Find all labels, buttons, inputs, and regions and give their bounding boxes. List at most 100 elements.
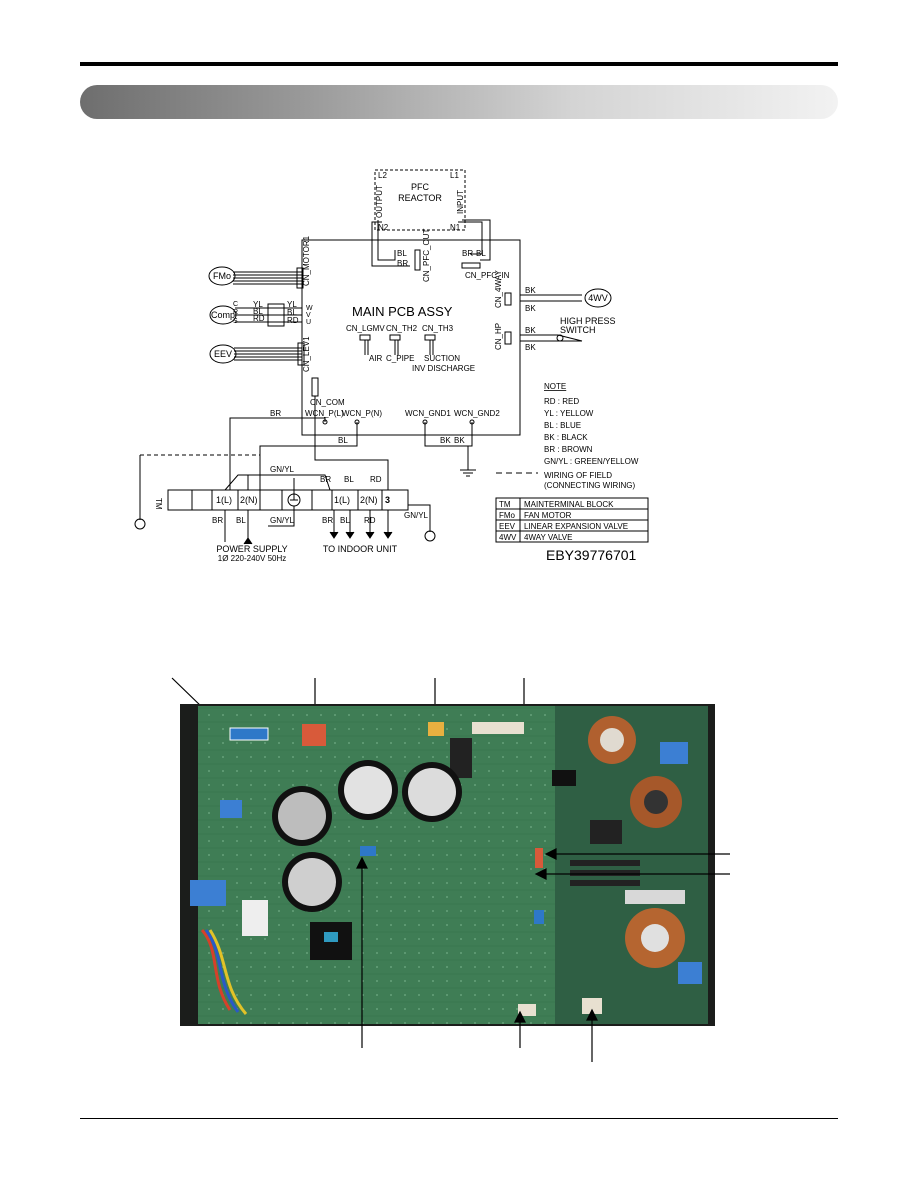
sensor-cpipe-label: C_PIPE xyxy=(386,354,414,363)
to-indoor-label: TO INDOOR UNIT xyxy=(323,544,398,554)
sensor-inv-discharge-label: INV DISCHARGE xyxy=(412,364,475,373)
terminal-1l-indoor-label: 1(L) xyxy=(334,495,350,505)
bridge-rectifier xyxy=(590,820,622,844)
pfc-n1-label: N1 xyxy=(450,223,461,232)
section-title-banner xyxy=(80,85,838,119)
pfc-reactor-box xyxy=(374,169,466,231)
power-spec-label: 1Ø 220-240V 50Hz xyxy=(218,554,287,563)
callout-arrowhead-8 xyxy=(514,1010,526,1023)
legend-code-2: EEV xyxy=(499,522,516,531)
x-capacitor-1 xyxy=(220,800,242,818)
legend-desc-1: FAN MOTOR xyxy=(524,511,572,520)
wire-rd-1: RD xyxy=(253,314,265,323)
cn-com-label: CN_COM xyxy=(310,398,345,407)
wiring-schematic: L2 L1 N2 N1 PFC REACTOR OUTPUT INPUT MAI… xyxy=(134,169,649,563)
main-pcb-title: MAIN PCB ASSY xyxy=(352,304,453,319)
terminal-2n-label: 2(N) xyxy=(240,495,258,505)
cn-pfc-out-label: CN_PFC_OUT xyxy=(422,229,431,282)
note-item-3: BK : BLACK xyxy=(544,433,588,442)
pfc-n2-label: N2 xyxy=(378,223,389,232)
wire-bl-7: BL xyxy=(236,516,246,525)
callout-arrowhead-9 xyxy=(586,1008,598,1021)
callout-arrowhead-6 xyxy=(534,868,547,880)
wire-bk-4: BK xyxy=(525,343,536,352)
legend-desc-0: MAINTERMINAL BLOCK xyxy=(524,500,614,509)
terminal-3-label: 3 xyxy=(385,495,390,505)
note-item-4: BR : BROWN xyxy=(544,445,593,454)
connector-motor xyxy=(229,727,269,741)
wcn-gnd1-label: WCN_GND1 xyxy=(405,409,451,418)
note-item-1: YL : YELLOW xyxy=(544,409,594,418)
wire-bk-3: BK xyxy=(525,326,536,335)
cn-hp-label: CN_HP xyxy=(494,323,503,350)
x-capacitor-2 xyxy=(190,880,226,906)
wire-bl-6: BL xyxy=(344,475,354,484)
wire-bl-8: BL xyxy=(340,516,350,525)
drawing-number: EBY39776701 xyxy=(546,547,637,563)
wire-bl-1: BL xyxy=(253,307,263,316)
wire-bl-4: BL xyxy=(476,249,486,258)
eev-label: EEV xyxy=(214,349,232,359)
cn-lgmv-label: CN_LGMV xyxy=(346,324,385,333)
note-title: NOTE xyxy=(544,382,566,391)
wire-yellow xyxy=(208,929,248,1015)
wire-yl-2: YL xyxy=(287,300,297,309)
pfc-title-2: REACTOR xyxy=(398,193,442,203)
pfc-input-label: INPUT xyxy=(456,190,465,214)
field-wiring-line1: WIRING OF FIELD xyxy=(544,471,612,480)
wcn-pn-label: WCN_P(N) xyxy=(342,409,382,418)
comp-pin-s: S xyxy=(233,318,238,325)
wire-rd-2: RD xyxy=(287,316,299,325)
connector-red-mid xyxy=(535,848,543,868)
legend-desc-3: 4WAY VALVE xyxy=(524,533,572,542)
callout-arrowhead-5 xyxy=(544,848,557,860)
wire-blue xyxy=(204,929,240,1013)
wire-bl-3: BL xyxy=(397,249,407,258)
pfc-title-1: PFC xyxy=(411,182,430,192)
x-capacitor-4 xyxy=(678,962,702,984)
legend-code-1: FMo xyxy=(499,511,516,520)
wire-bk-1: BK xyxy=(525,286,536,295)
wcn-gnd2-label: WCN_GND2 xyxy=(454,409,500,418)
ic-1 xyxy=(552,770,576,786)
cn-th2-label: CN_TH2 xyxy=(386,324,418,333)
top-rule xyxy=(80,62,838,66)
connector-white-bottom-1 xyxy=(518,1004,536,1016)
cn-4way-label: CN_4WAY xyxy=(494,270,503,308)
comp-pin-w: W xyxy=(306,305,313,312)
ic-strip xyxy=(570,860,640,866)
wire-bl-5: BL xyxy=(338,436,348,445)
terminal-1l-label: 1(L) xyxy=(216,495,232,505)
wire-br-3: BR xyxy=(270,409,281,418)
connector-blue-mid xyxy=(360,846,376,856)
wire-br-2: BR xyxy=(462,249,473,258)
cn-pfc-in-label: CN_PFC_IN xyxy=(465,271,510,280)
pfc-l1-label: L1 xyxy=(450,171,459,180)
terminal-tm-label: TM xyxy=(154,498,163,510)
wire-br-6: BR xyxy=(322,516,333,525)
wire-gnyl-1: GN/YL xyxy=(270,465,295,474)
wire-red xyxy=(200,928,232,1011)
field-wiring-line2: (CONNECTING WIRING) xyxy=(544,481,635,490)
power-supply-label: POWER SUPPLY xyxy=(216,544,287,554)
wire-bk-6: BK xyxy=(454,436,465,445)
note-item-0: RD : RED xyxy=(544,397,579,406)
wire-rd-4: RD xyxy=(364,516,376,525)
cn-motor1-label: CN_MOTOR1 xyxy=(302,235,311,286)
comp-pin-r: R xyxy=(233,309,238,316)
wire-bl-2: BL xyxy=(287,308,297,317)
four-way-valve-label: 4WV xyxy=(588,293,608,303)
connector-red-top xyxy=(302,724,326,746)
legend-code-3: 4WV xyxy=(499,533,517,542)
power-resistors xyxy=(242,900,268,936)
sensor-air-label: AIR xyxy=(369,354,383,363)
compressor-label: Comp xyxy=(211,310,235,320)
cn-lev1-label: CN_LEV1 xyxy=(302,336,311,372)
x-capacitor-3 xyxy=(660,742,688,764)
sensor-suction-label: SUCTION xyxy=(424,354,460,363)
wire-yl-1: YL xyxy=(253,300,263,309)
connector-white-bottom-2 xyxy=(582,998,602,1014)
pcb-photo xyxy=(171,677,730,1062)
legend-code-0: TM xyxy=(499,500,511,509)
wire-br-1: BR xyxy=(397,259,408,268)
